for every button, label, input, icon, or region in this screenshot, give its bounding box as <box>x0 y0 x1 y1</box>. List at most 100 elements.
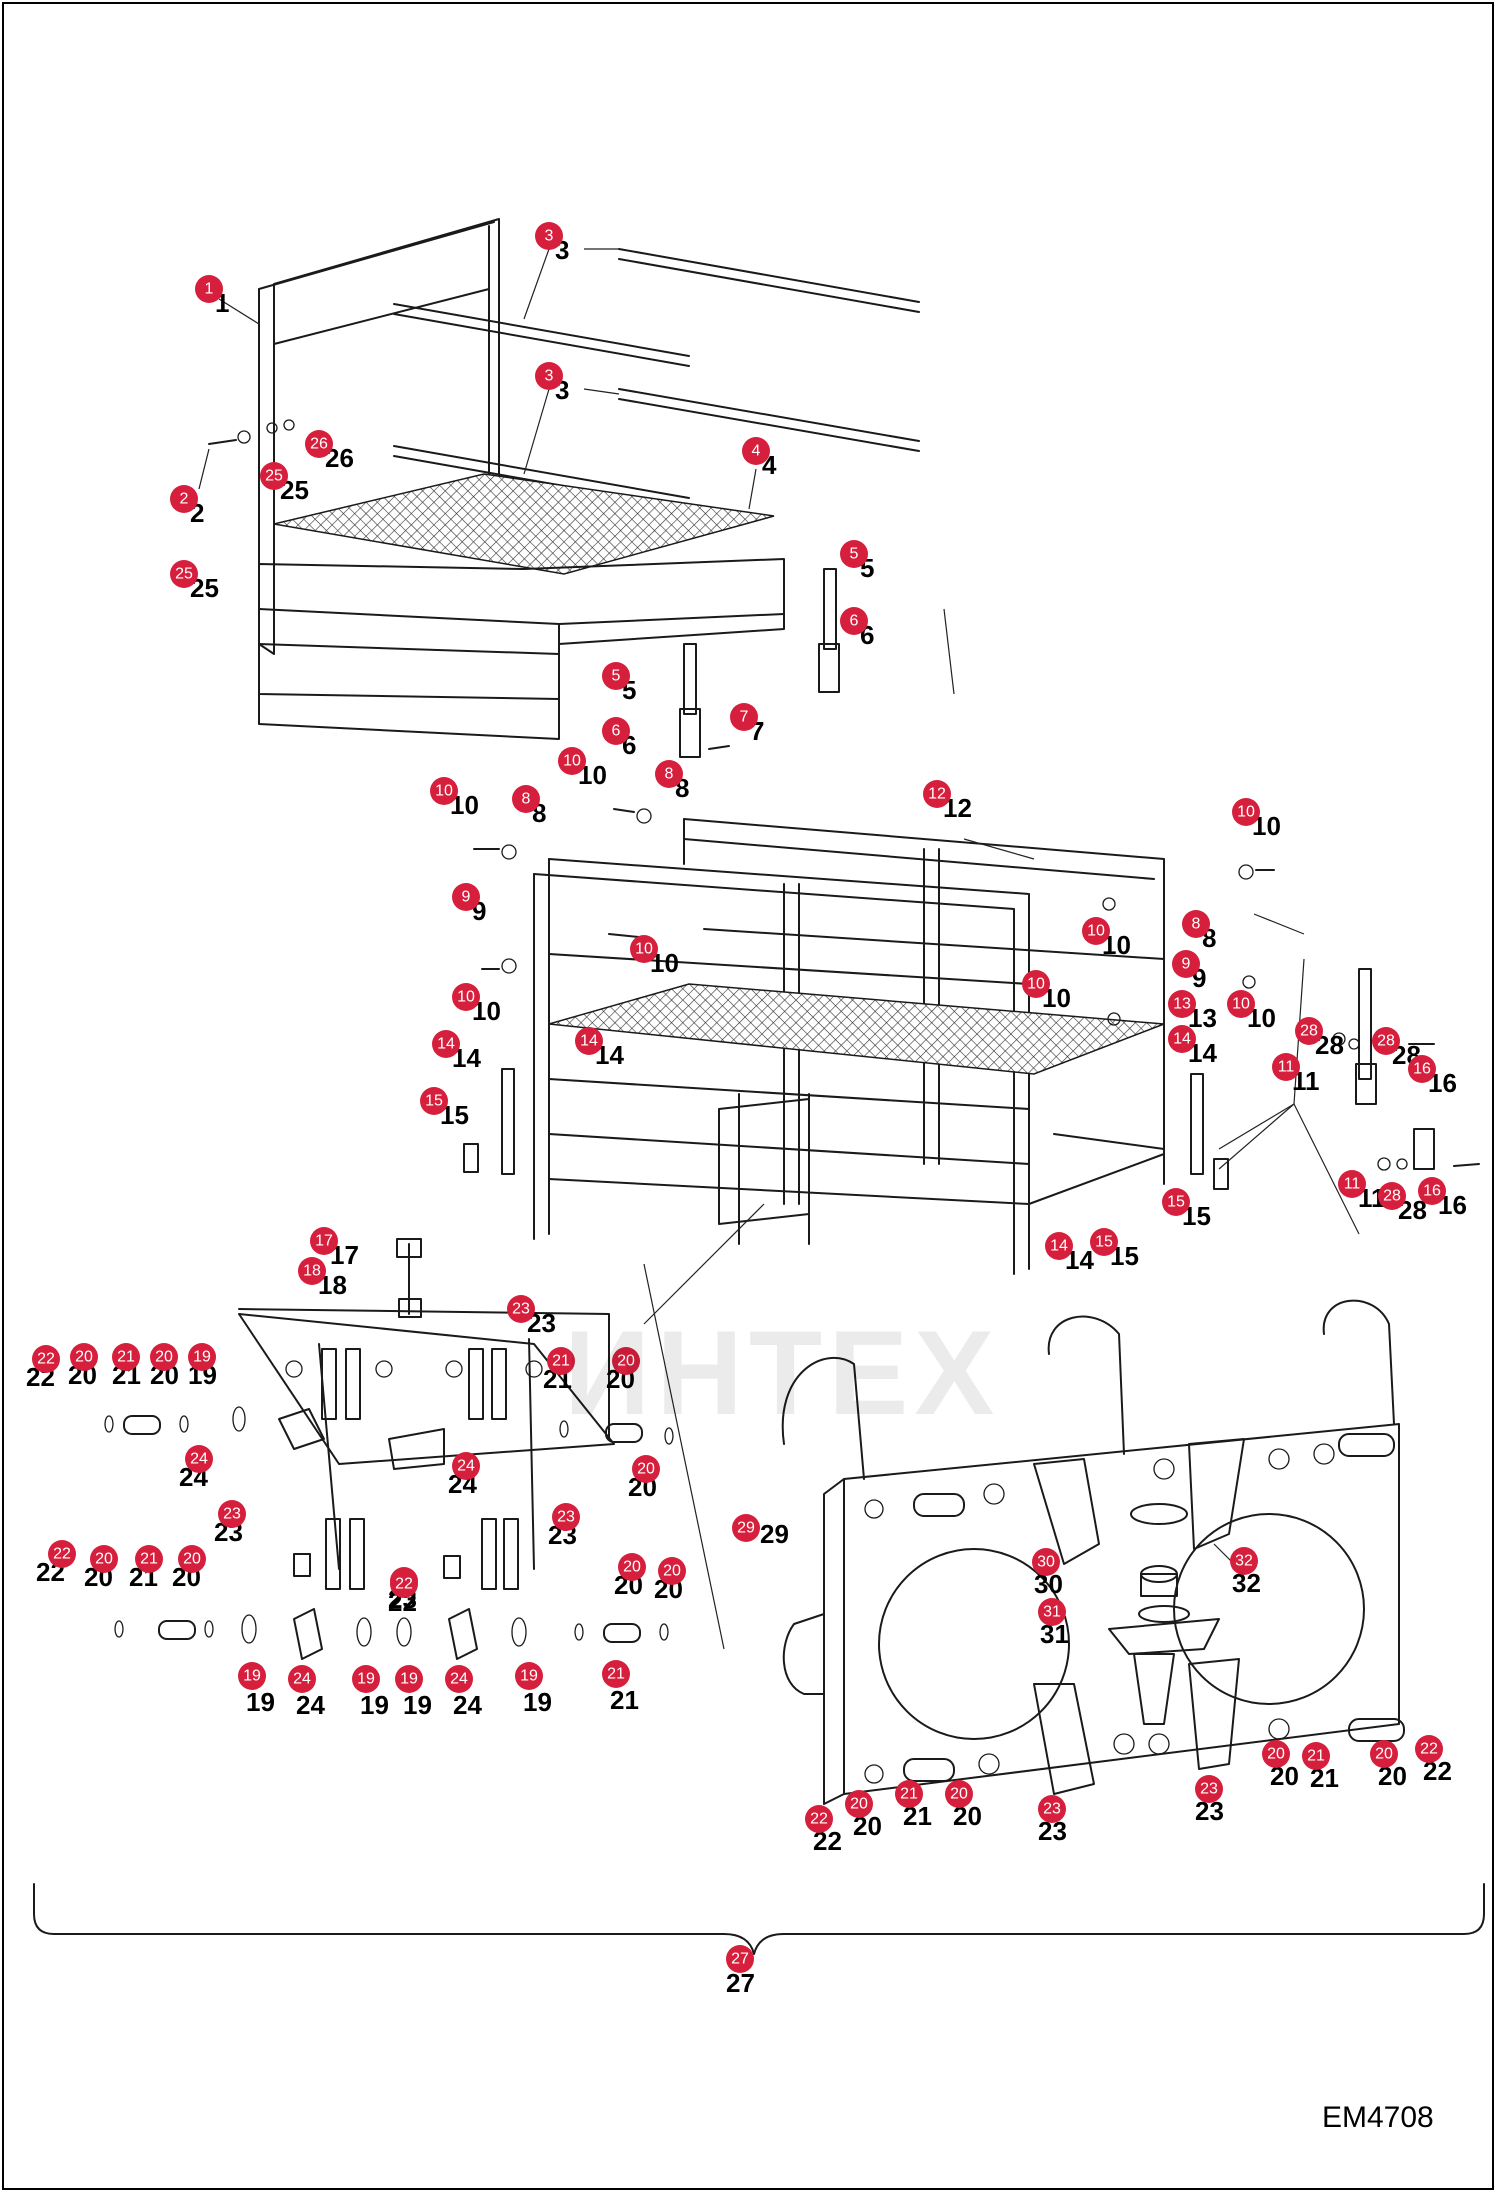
callout-number: 23 <box>1043 1801 1061 1818</box>
callout-number: 20 <box>95 1551 113 1568</box>
callout-number: 15 <box>425 1093 443 1110</box>
callout-number: 14 <box>1173 1031 1191 1048</box>
callout-number: 6 <box>850 613 859 630</box>
callout-label: 19 <box>360 1690 389 1720</box>
callout-marker <box>602 662 630 690</box>
callout-marker <box>602 1660 630 1688</box>
callout-marker <box>515 1662 543 1690</box>
callout-number: 19 <box>193 1349 211 1366</box>
callout-marker <box>895 1780 923 1808</box>
callout-marker <box>150 1343 178 1371</box>
callout-number: 29 <box>737 1520 755 1537</box>
callout-marker <box>185 1445 213 1473</box>
callout-number: 23 <box>1200 1781 1218 1798</box>
callout-number: 27 <box>731 1951 749 1968</box>
callout-marker <box>112 1343 140 1371</box>
callout-marker <box>1378 1182 1406 1210</box>
callout-marker <box>840 540 868 568</box>
callout-marker <box>558 747 586 775</box>
callout-number: 25 <box>265 468 283 485</box>
callout-6: 66 <box>602 717 636 760</box>
callout-5: 55 <box>840 540 874 583</box>
callout-number: 21 <box>117 1349 135 1366</box>
callout-number: 11 <box>1278 1059 1295 1076</box>
callout-marker <box>170 560 198 588</box>
callout-marker <box>512 785 540 813</box>
callout-number: 19 <box>243 1668 261 1685</box>
callout-number: 16 <box>1423 1183 1441 1200</box>
bracket-exploded-assembly <box>104 1203 765 1660</box>
callout-number: 10 <box>1087 923 1105 940</box>
callout-marker <box>945 1780 973 1808</box>
callout-number: 31 <box>1043 1604 1061 1621</box>
callout-number: 23 <box>223 1506 241 1523</box>
callout-7: 77 <box>730 703 764 746</box>
callout-marker <box>1082 917 1110 945</box>
callout-marker <box>298 1257 326 1285</box>
callout-marker <box>1038 1795 1066 1823</box>
callout-marker <box>742 437 770 465</box>
callout-number: 17 <box>315 1233 333 1250</box>
callout-label: 19 <box>523 1687 552 1717</box>
callout-number: 20 <box>950 1786 968 1803</box>
callout-marker <box>1262 1740 1290 1768</box>
callout-marker <box>630 935 658 963</box>
callout-marker <box>632 1455 660 1483</box>
callout-marker <box>452 983 480 1011</box>
callout-number: 19 <box>357 1671 375 1688</box>
callout-marker <box>1415 1735 1443 1763</box>
callout-marker <box>1302 1742 1330 1770</box>
callout-marker <box>1032 1548 1060 1576</box>
callout-number: 24 <box>450 1671 468 1688</box>
callout-number: 10 <box>435 783 453 800</box>
callout-number: 10 <box>1027 976 1045 993</box>
callout-marker <box>70 1343 98 1371</box>
callout-marker <box>1182 910 1210 938</box>
callout-number: 8 <box>665 766 674 783</box>
callout-number: 15 <box>1167 1194 1185 1211</box>
callout-number: 3 <box>545 228 554 245</box>
callout-number: 20 <box>663 1563 681 1580</box>
callout-marker <box>612 1347 640 1375</box>
callout-number: 25 <box>175 566 193 583</box>
callout-number: 32 <box>1235 1553 1253 1570</box>
callout-number: 10 <box>1232 996 1250 1013</box>
callout-label: 24 <box>453 1690 482 1720</box>
callout-marker <box>726 1945 754 1973</box>
callout-marker <box>732 1514 760 1542</box>
callout-marker <box>1162 1188 1190 1216</box>
callout-number: 20 <box>850 1796 868 1813</box>
callout-marker <box>90 1545 118 1573</box>
callout-number: 24 <box>293 1671 311 1688</box>
callout-label: 29 <box>760 1519 789 1549</box>
callout-number: 12 <box>928 786 946 803</box>
callout-marker <box>430 777 458 805</box>
callout-marker <box>1232 798 1260 826</box>
callout-number: 9 <box>1182 956 1191 973</box>
